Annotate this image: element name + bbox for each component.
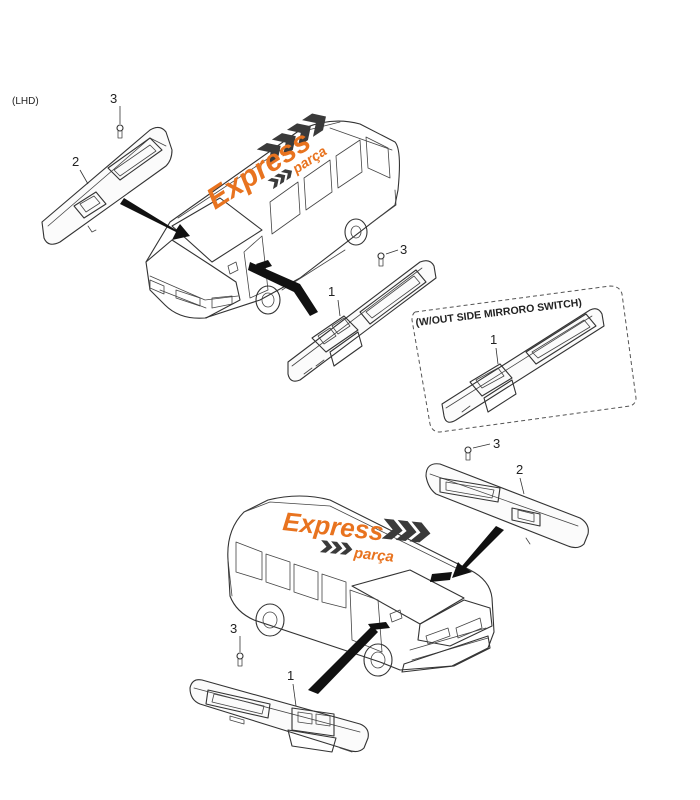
callout-1-variant: 1 <box>490 332 497 347</box>
screw-bottom-left <box>236 636 244 667</box>
pointer-arrow-icon <box>256 260 272 270</box>
region-label: (LHD) <box>12 96 39 107</box>
watermark-brand: Express <box>281 506 385 546</box>
door-trim-panel-bottom <box>425 463 589 549</box>
callout-3-top-right: 3 <box>400 242 407 257</box>
pointer-arrow-icon <box>308 626 378 694</box>
small-chevrons-icon <box>267 169 293 190</box>
callout-2-top: 2 <box>72 154 79 169</box>
callout-1-top: 1 <box>328 284 335 299</box>
watermark-logo-top: Express parça <box>201 113 330 216</box>
callout-3-bottom-left: 3 <box>230 621 237 636</box>
callout-3-bottom-right: 3 <box>493 436 500 451</box>
callout-1-bottom: 1 <box>287 668 294 683</box>
variant-box: (W/OUT SIDE MIRRORO SWITCH) <box>411 285 637 433</box>
pointer-arrow-icon <box>430 572 452 582</box>
chevron-arrows-icon <box>256 113 326 167</box>
switch-panel-top <box>287 260 437 382</box>
watermark-sub: parça <box>352 545 395 566</box>
callout-3-top-left: 3 <box>110 91 117 106</box>
van-bottom <box>227 495 495 677</box>
pointer-arrow-icon <box>368 622 390 630</box>
screw-bottom-right <box>464 443 491 461</box>
switch-panel-bottom <box>189 679 369 753</box>
small-chevrons-icon <box>319 540 353 555</box>
callout-2-bottom: 2 <box>516 462 523 477</box>
pointer-arrow-icon <box>248 262 318 316</box>
chevron-arrows-icon <box>381 518 431 543</box>
van-top <box>145 120 401 319</box>
watermark-logo-bottom: Express parça <box>281 506 431 566</box>
screw-top-left <box>116 106 124 139</box>
variant-label: (W/OUT SIDE MIRRORO SWITCH) <box>415 297 583 329</box>
pointer-arrow-icon <box>120 198 190 240</box>
pointer-arrow-icon <box>452 526 504 578</box>
door-trim-panel-top <box>41 126 173 245</box>
screw-top-right <box>377 249 399 267</box>
